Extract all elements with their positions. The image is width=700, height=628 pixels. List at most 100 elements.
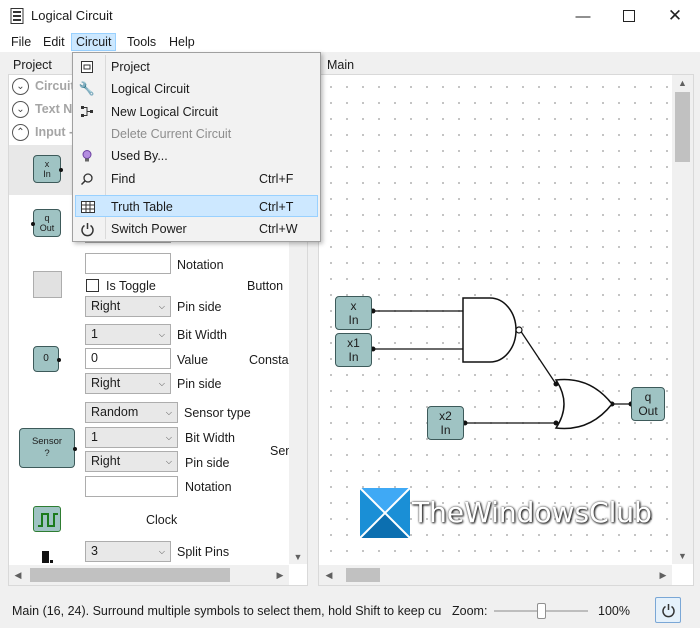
- symbol-label: x: [44, 159, 50, 169]
- menu-circuit[interactable]: Circuit: [71, 33, 117, 51]
- output-q-symbol[interactable]: q Out: [631, 387, 665, 421]
- input-x1-symbol[interactable]: x1 In: [335, 333, 372, 367]
- pin-side-label: Pin side: [185, 456, 230, 470]
- project-panel-label: Project: [13, 58, 52, 72]
- canvas-horizontal-scrollbar[interactable]: [319, 565, 672, 585]
- sensor-type-label: Sensor type: [184, 406, 251, 420]
- symbol-label: In: [348, 350, 359, 364]
- pin-side-label: Pin side: [177, 377, 222, 391]
- power-icon: [79, 221, 95, 237]
- menu-item-label: Truth Table: [111, 200, 173, 214]
- symbol-label: In: [440, 423, 451, 437]
- scroll-right-icon[interactable]: ▶: [276, 569, 284, 580]
- canvas-vertical-scrollbar[interactable]: [672, 75, 693, 564]
- table-icon: [80, 199, 96, 215]
- splitter-icon[interactable]: [40, 549, 54, 565]
- constant-pin-side-select[interactable]: Right ⌵: [85, 373, 171, 394]
- chevron-down-icon: ⌵: [165, 433, 172, 442]
- menu-item-truth-table[interactable]: Truth Table Ctrl+T: [75, 195, 318, 217]
- maximize-button[interactable]: [606, 0, 652, 32]
- menu-edit[interactable]: Edit: [43, 35, 65, 49]
- scroll-left-icon[interactable]: ◀: [14, 569, 22, 580]
- palette-constant-symbol[interactable]: 0: [33, 346, 61, 372]
- sensor-pin-side-select[interactable]: Right⌵: [85, 451, 178, 472]
- menu-item-shortcut: Ctrl+W: [259, 222, 298, 236]
- zoom-slider-thumb[interactable]: [537, 603, 546, 619]
- notation-field[interactable]: [85, 253, 171, 274]
- chevron-down-icon: ⌵: [165, 457, 172, 466]
- scroll-left-icon[interactable]: ◀: [325, 569, 333, 580]
- circuit-menu-dropdown: Project 🔧 Logical Circuit New Logical Ci…: [72, 52, 321, 242]
- menu-item-project[interactable]: Project: [75, 56, 318, 78]
- menu-item-used-by[interactable]: Used By...: [75, 145, 318, 167]
- split-pins-select[interactable]: 3⌵: [85, 541, 171, 562]
- palette-hscroll-thumb[interactable]: [30, 568, 230, 582]
- palette-input-symbol[interactable]: x In: [33, 155, 63, 183]
- sensor-type-select[interactable]: Random⌵: [85, 402, 178, 423]
- tree-item-text[interactable]: Text N: [35, 102, 73, 116]
- input-x-symbol[interactable]: x In: [335, 296, 372, 330]
- expander-chevron-icon[interactable]: ⌄: [12, 78, 29, 95]
- menu-item-label: Used By...: [111, 149, 168, 163]
- symbol-label: Out: [638, 404, 658, 418]
- select-value: Right: [91, 376, 121, 390]
- menu-help[interactable]: Help: [169, 35, 195, 49]
- wrench-icon: 🔧: [78, 81, 96, 96]
- scroll-right-icon[interactable]: ▶: [659, 569, 667, 580]
- zoom-label: Zoom:: [452, 604, 488, 618]
- menu-item-find[interactable]: Find Ctrl+F: [75, 168, 318, 190]
- menu-file[interactable]: File: [11, 35, 32, 49]
- value-label: Value: [177, 353, 209, 367]
- button-label: Button: [247, 279, 284, 293]
- canvas-vscroll-thumb[interactable]: [675, 92, 690, 162]
- bit-width-label: Bit Width: [177, 328, 228, 342]
- palette-button-symbol[interactable]: [33, 271, 62, 298]
- sensor-label: Sen: [270, 444, 293, 458]
- or-gate: [554, 378, 613, 430]
- select-value: Right: [91, 299, 121, 313]
- menu-item-switch-power[interactable]: Switch Power Ctrl+W: [75, 218, 318, 240]
- main-panel-label: Main: [327, 58, 355, 72]
- tree-item-circuit[interactable]: Circuit: [35, 79, 75, 93]
- zoom-value: 100%: [598, 604, 630, 618]
- power-button[interactable]: [655, 597, 681, 623]
- nand-bubble: [515, 326, 523, 334]
- maximize-icon: [623, 10, 635, 22]
- sensor-notation-field[interactable]: [85, 476, 178, 497]
- clock-icon[interactable]: [33, 506, 61, 532]
- chevron-down-icon: ⌵: [158, 379, 165, 388]
- field-value: 0: [91, 351, 98, 365]
- close-button[interactable]: ✕: [652, 0, 698, 32]
- canvas-hscroll-thumb[interactable]: [346, 568, 380, 582]
- palette-sensor-symbol[interactable]: Sensor ?: [19, 428, 77, 468]
- symbol-label: ?: [44, 448, 50, 459]
- power-icon: [661, 603, 675, 617]
- input-x2-symbol[interactable]: x2 In: [427, 406, 464, 440]
- menu-item-logical-circuit[interactable]: 🔧 Logical Circuit: [75, 78, 318, 100]
- tree-item-input[interactable]: Input -: [35, 125, 74, 139]
- bit-width-select[interactable]: 1⌵: [85, 324, 171, 345]
- palette-output-symbol[interactable]: q Out: [31, 209, 61, 237]
- value-field[interactable]: 0: [85, 348, 171, 369]
- is-toggle-checkbox[interactable]: [86, 279, 99, 292]
- menu-item-delete-current-circuit[interactable]: Delete Current Circuit: [75, 123, 318, 145]
- select-value: Random: [91, 405, 139, 419]
- scroll-up-icon[interactable]: ▲: [678, 78, 687, 88]
- scroll-down-icon[interactable]: ▼: [293, 552, 303, 562]
- scroll-down-icon[interactable]: ▼: [678, 551, 687, 561]
- menu-item-new-logical-circuit[interactable]: New Logical Circuit: [75, 101, 318, 123]
- notation-label: Notation: [177, 258, 224, 272]
- symbol-label: x: [350, 299, 357, 313]
- symbol-label: Out: [39, 223, 55, 233]
- button-pin-side-select[interactable]: Right⌵: [85, 296, 171, 317]
- expander-chevron-icon[interactable]: ⌄: [12, 101, 29, 118]
- new-circuit-icon: [79, 104, 95, 120]
- minimize-button[interactable]: —: [560, 0, 606, 32]
- watermark-text: TheWindowsClub: [412, 496, 652, 529]
- menu-tools[interactable]: Tools: [127, 35, 157, 49]
- circuit-canvas[interactable]: [319, 75, 672, 564]
- nand-gate: [462, 297, 517, 363]
- sensor-bit-width-select[interactable]: 1⌵: [85, 427, 178, 448]
- expander-chevron-up-icon[interactable]: ⌃: [12, 124, 29, 141]
